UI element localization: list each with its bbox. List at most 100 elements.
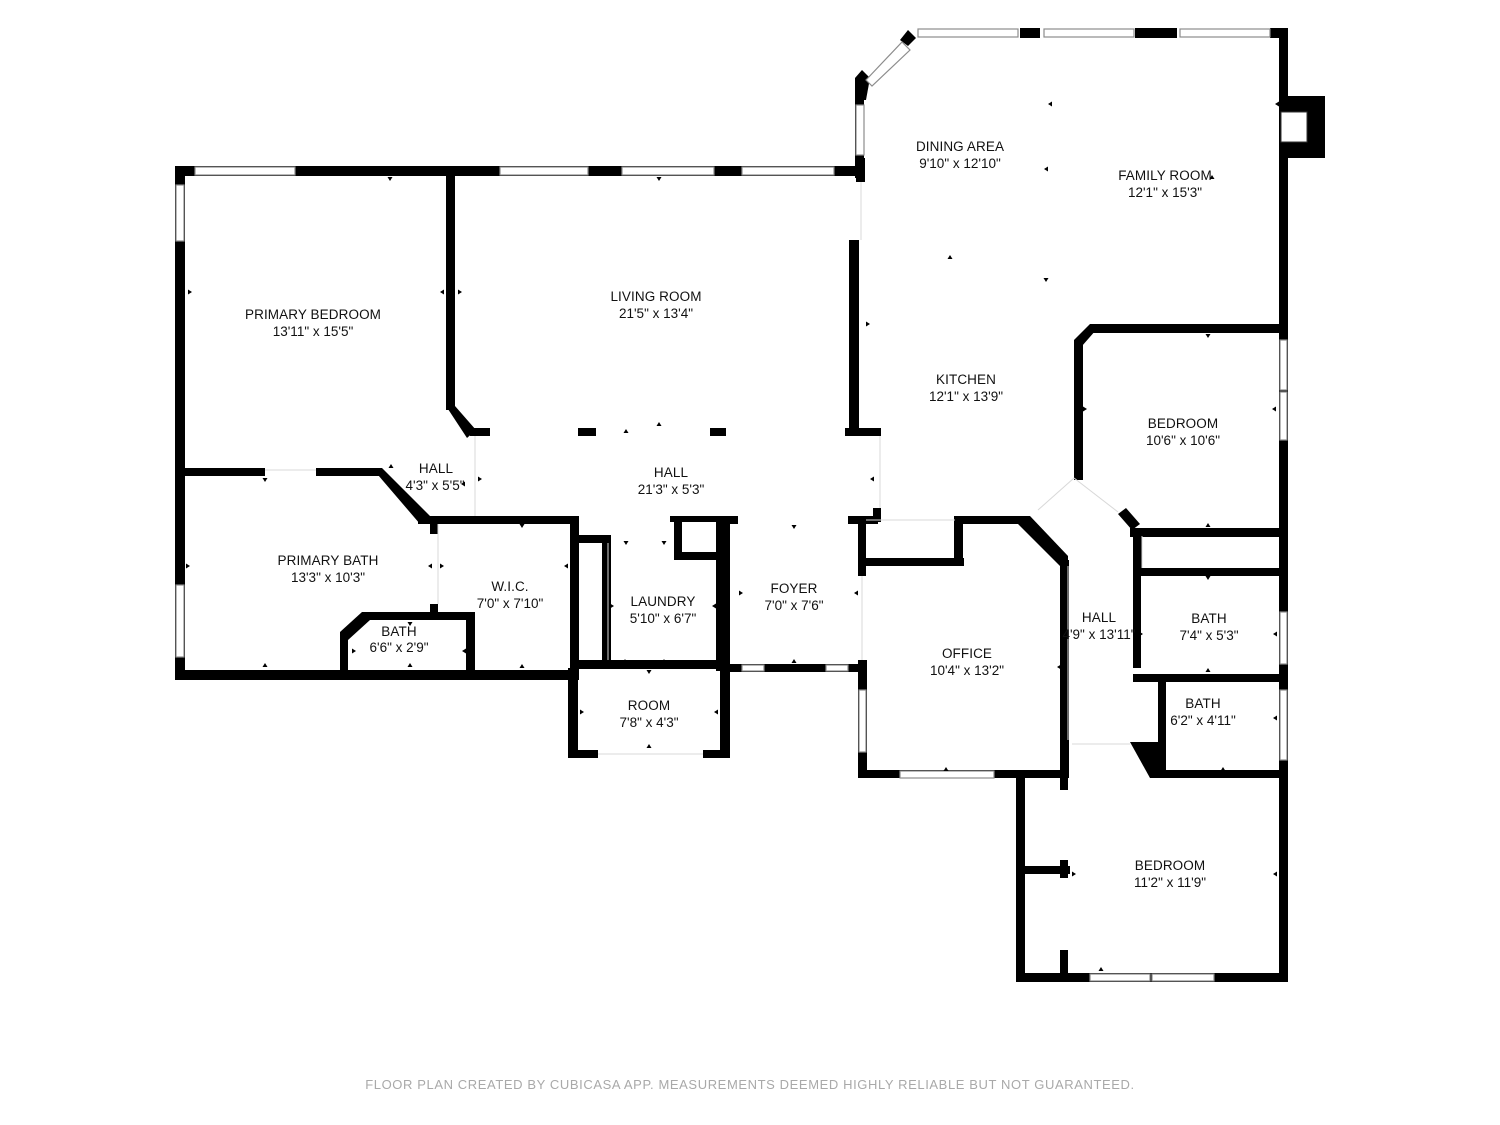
wall <box>710 428 726 436</box>
wall <box>446 406 476 438</box>
window <box>175 584 185 658</box>
dimension-tick <box>1162 715 1166 721</box>
room-name: BEDROOM <box>1135 858 1205 873</box>
window <box>1043 28 1135 38</box>
wall <box>570 516 579 680</box>
dimension-tick <box>1273 715 1277 721</box>
dimension-tick <box>407 622 413 626</box>
wall <box>1133 568 1283 576</box>
dimension-tick <box>714 709 718 715</box>
wall <box>1133 674 1283 682</box>
dimension-tick <box>564 563 568 569</box>
room-name: HALL <box>654 465 689 480</box>
dimension-tick <box>943 767 949 771</box>
window <box>917 28 1019 38</box>
wall <box>575 535 611 543</box>
dimension-tick <box>1205 334 1211 338</box>
wall <box>602 535 611 665</box>
room-name: ROOM <box>628 698 670 713</box>
room-name: FAMILY ROOM <box>1118 168 1212 183</box>
room-dimensions: 6'2" x 4'11" <box>1170 713 1236 728</box>
wall <box>362 612 474 620</box>
wall <box>1135 28 1177 38</box>
wall <box>575 660 730 669</box>
window <box>741 166 835 176</box>
wall <box>1133 530 1142 570</box>
dimension-tick <box>440 289 444 295</box>
room-dimensions: 11'2" x 11'9" <box>1134 875 1206 890</box>
dimension-tick <box>1205 668 1211 672</box>
room-dimensions: 6'6" x 2'9" <box>369 640 428 655</box>
dimension-tick <box>462 648 466 654</box>
room-name: LAUNDRY <box>631 594 696 609</box>
dimension-tick <box>661 541 667 545</box>
window <box>858 689 867 753</box>
windows <box>175 28 1288 982</box>
dimension-tick <box>1072 871 1076 877</box>
wall <box>1074 340 1083 480</box>
wall <box>1020 28 1040 38</box>
wall <box>568 668 578 758</box>
room-dimensions: 12'1" x 13'9" <box>929 389 1003 404</box>
window <box>1279 391 1288 441</box>
dimension-tick <box>1205 523 1211 527</box>
room-name: OFFICE <box>942 646 992 661</box>
footer-disclaimer: FLOOR PLAN CREATED BY CUBICASA APP. MEAS… <box>365 1077 1135 1092</box>
dimension-tick <box>739 590 743 596</box>
room-dimensions: 5'10" x 6'7" <box>630 611 697 626</box>
window <box>825 664 849 672</box>
wall <box>1130 742 1160 778</box>
wall <box>1060 560 1069 778</box>
dimension-tick <box>646 744 652 748</box>
dimension-tick <box>791 525 797 529</box>
dimension-tick <box>656 177 662 181</box>
dimension-tick <box>428 563 432 569</box>
wall <box>175 166 185 680</box>
dimension-tick <box>440 563 444 569</box>
room-name: HALL <box>1082 610 1117 625</box>
dimension-tick <box>1272 406 1276 412</box>
wall <box>1090 324 1280 333</box>
dimension-tick <box>646 670 652 674</box>
wall <box>716 516 730 671</box>
wall <box>1158 770 1283 778</box>
wall <box>858 516 866 576</box>
wall <box>340 612 370 675</box>
wall <box>858 558 964 566</box>
room-dimensions: 7'8" x 4'3" <box>619 715 678 730</box>
wall <box>430 522 438 534</box>
wall <box>1130 528 1280 537</box>
dimension-tick <box>623 429 629 433</box>
wall <box>1060 860 1068 878</box>
dimension-tick <box>1139 631 1143 637</box>
dimension-tick <box>1048 101 1052 107</box>
wall <box>849 240 859 436</box>
wall <box>175 670 575 680</box>
window <box>499 166 589 176</box>
room-name: BEDROOM <box>1148 416 1218 431</box>
wall <box>670 516 730 522</box>
wall <box>418 516 578 524</box>
room-name: PRIMARY BEDROOM <box>245 307 381 322</box>
wall <box>466 612 475 674</box>
dimension-tick <box>1273 871 1277 877</box>
room-name: W.I.C. <box>491 579 528 594</box>
wall <box>372 468 430 524</box>
dimension-tick <box>262 663 268 667</box>
window <box>899 770 995 779</box>
wall <box>873 508 881 522</box>
room-dimensions: 21'3" x 5'3" <box>638 482 705 497</box>
dimension-tick <box>870 476 874 482</box>
wall <box>1133 568 1141 668</box>
openings <box>265 182 1143 755</box>
wall <box>900 30 916 46</box>
room-name: BATH <box>381 624 416 639</box>
room-dimensions: 21'5" x 13'4" <box>619 306 693 321</box>
dimension-tick <box>461 481 465 487</box>
wall <box>730 664 860 672</box>
room-name: HALL <box>419 461 454 476</box>
dimension-tick <box>262 478 268 482</box>
room-name: PRIMARY BATH <box>278 553 379 568</box>
dimension-tick <box>656 422 662 426</box>
